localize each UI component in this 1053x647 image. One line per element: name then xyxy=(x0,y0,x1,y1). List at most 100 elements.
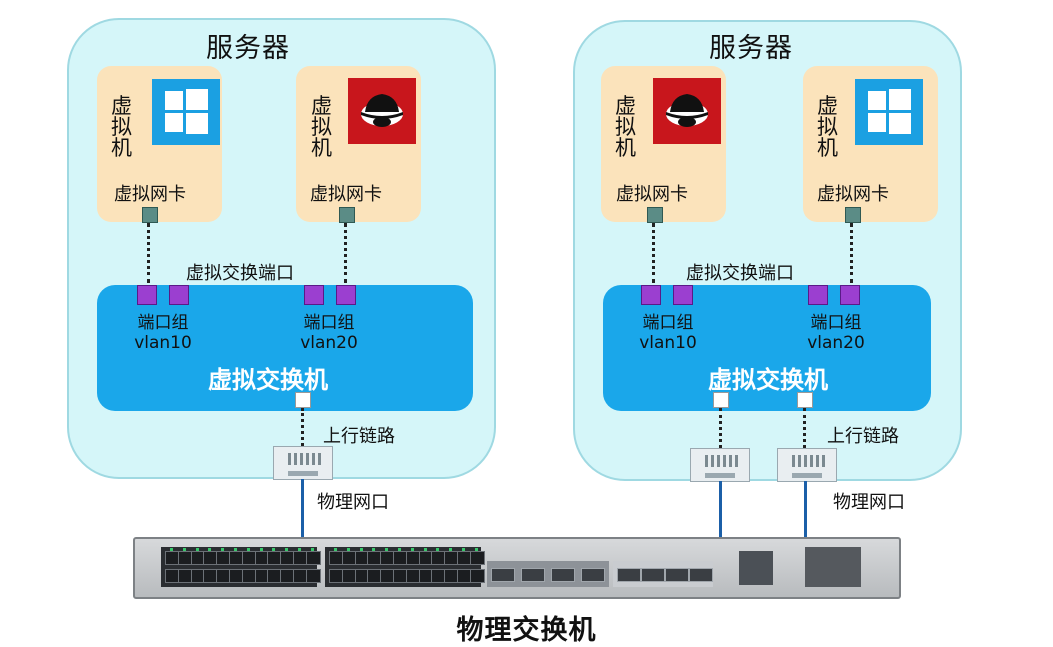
switch-port-led xyxy=(474,548,478,551)
physical-switch-device xyxy=(133,537,901,599)
switch-port-led xyxy=(298,548,301,551)
server-1-uplink-line xyxy=(301,408,304,446)
switch-port-led xyxy=(246,548,250,551)
switch-port-led xyxy=(272,548,276,551)
server-1-link-vm1 xyxy=(147,223,150,283)
server-2-vswitch-port xyxy=(673,285,693,305)
server-2-uplink-port xyxy=(797,392,813,408)
server-1-uplink-label: 上行链路 xyxy=(323,426,395,447)
switch-rj45-port xyxy=(469,551,485,565)
server-2-link-vm1 xyxy=(652,223,655,283)
server-2-uplink-port xyxy=(713,392,729,408)
switch-sfp-port xyxy=(581,568,605,582)
switch-port-led xyxy=(385,548,389,551)
server-2-rj45-port-icon xyxy=(777,448,837,482)
switch-port-led xyxy=(310,548,314,551)
server-1-title: 服务器 xyxy=(206,33,290,64)
server-2-vm-1-nic-label: 虚拟网卡 xyxy=(616,184,688,205)
server-1-vm-1-nic xyxy=(142,207,158,223)
switch-port-led xyxy=(346,548,350,551)
server-1-vswitch-port-label: 虚拟交换端口 xyxy=(186,263,294,284)
redhat-logo-icon xyxy=(348,78,416,144)
portgroup-vlan: vlan10 xyxy=(639,333,697,353)
portgroup-name: 端口组 xyxy=(810,313,862,333)
server-2-portgroup-2: 端口组 vlan20 xyxy=(804,313,868,353)
switch-sfp-port xyxy=(491,568,515,582)
switch-port-led xyxy=(285,548,289,551)
portgroup-name: 端口组 xyxy=(642,313,694,333)
server-2-vswitch-port xyxy=(641,285,661,305)
switch-port-led xyxy=(436,548,440,551)
switch-port-led xyxy=(334,548,337,551)
switch-rj45-port xyxy=(305,569,321,583)
server-1-cable xyxy=(301,479,304,538)
portgroup-vlan: vlan10 xyxy=(134,333,192,353)
switch-port-led xyxy=(259,548,263,551)
server-2-physical-port-label: 物理网口 xyxy=(833,492,905,513)
server-1-vm-1-nic-label: 虚拟网卡 xyxy=(114,184,186,205)
server-2-vm-1-nic xyxy=(647,207,663,223)
switch-port-led xyxy=(423,548,427,551)
server-1-virtual-switch xyxy=(97,285,473,411)
server-1-vm-2-label: 虚拟机 xyxy=(311,94,332,160)
server-2-rj45-port-icon xyxy=(690,448,750,482)
server-2-vswitch-port-label: 虚拟交换端口 xyxy=(686,263,794,284)
server-1-vm-2-nic xyxy=(339,207,355,223)
server-2-vm-1-label: 虚拟机 xyxy=(615,94,636,160)
portgroup-name: 端口组 xyxy=(303,313,355,333)
switch-rj45-port xyxy=(305,551,321,565)
switch-port-led xyxy=(462,548,465,551)
server-2-vswitch-port xyxy=(840,285,860,305)
switch-sfp-port xyxy=(617,568,641,582)
server-1-vswitch-port xyxy=(137,285,157,305)
server-1-portgroup-2: 端口组 vlan20 xyxy=(297,313,361,353)
server-2-vm-2-label: 虚拟机 xyxy=(817,94,838,160)
server-1-vswitch-port xyxy=(304,285,324,305)
server-1-rj45-port-icon xyxy=(273,446,333,480)
switch-port-led xyxy=(234,548,237,551)
switch-port-led xyxy=(449,548,453,551)
windows-logo-icon xyxy=(855,79,923,145)
switch-port-led xyxy=(195,548,199,551)
portgroup-vlan: vlan20 xyxy=(807,333,865,353)
server-2-uplink-line-2 xyxy=(803,408,806,448)
switch-port-led xyxy=(398,548,401,551)
switch-port-led xyxy=(170,548,173,551)
switch-sfp-port xyxy=(689,568,713,582)
switch-sfp-port xyxy=(641,568,665,582)
server-2-uplink-line-1 xyxy=(719,408,722,448)
server-2-cable-2 xyxy=(804,481,807,538)
switch-port-led xyxy=(182,548,186,551)
portgroup-vlan: vlan20 xyxy=(300,333,358,353)
switch-port-led xyxy=(372,548,376,551)
physical-switch-title: 物理交换机 xyxy=(456,615,597,646)
server-2-vswitch-port xyxy=(808,285,828,305)
switch-port-led xyxy=(208,548,212,551)
switch-sfp-port xyxy=(665,568,689,582)
server-2-uplink-label: 上行链路 xyxy=(827,426,899,447)
server-2-vswitch-title: 虚拟交换机 xyxy=(708,366,828,394)
switch-sfp-port xyxy=(551,568,575,582)
windows-logo-icon xyxy=(152,79,220,145)
server-1-vswitch-port xyxy=(336,285,356,305)
switch-console-ports xyxy=(739,551,773,585)
switch-port-led xyxy=(359,548,363,551)
server-1-vm-1-label: 虚拟机 xyxy=(111,94,132,160)
server-1-link-vm2 xyxy=(344,223,347,283)
portgroup-name: 端口组 xyxy=(137,313,189,333)
server-2-vm-2-nic-label: 虚拟网卡 xyxy=(817,184,889,205)
server-1-portgroup-1: 端口组 vlan10 xyxy=(131,313,195,353)
server-2-link-vm2 xyxy=(850,223,853,283)
switch-port-led xyxy=(410,548,414,551)
server-1-vswitch-port xyxy=(169,285,189,305)
server-2-virtual-switch xyxy=(603,285,931,411)
switch-port-led xyxy=(221,548,225,551)
server-1-physical-port-label: 物理网口 xyxy=(317,492,389,513)
server-1-vm-2-nic-label: 虚拟网卡 xyxy=(310,184,382,205)
switch-rj45-port xyxy=(469,569,485,583)
server-1-vswitch-title: 虚拟交换机 xyxy=(208,366,328,394)
server-1-uplink-port xyxy=(295,392,311,408)
server-2-vm-2-nic xyxy=(845,207,861,223)
switch-power-module xyxy=(805,547,861,587)
server-2-title: 服务器 xyxy=(709,33,793,64)
